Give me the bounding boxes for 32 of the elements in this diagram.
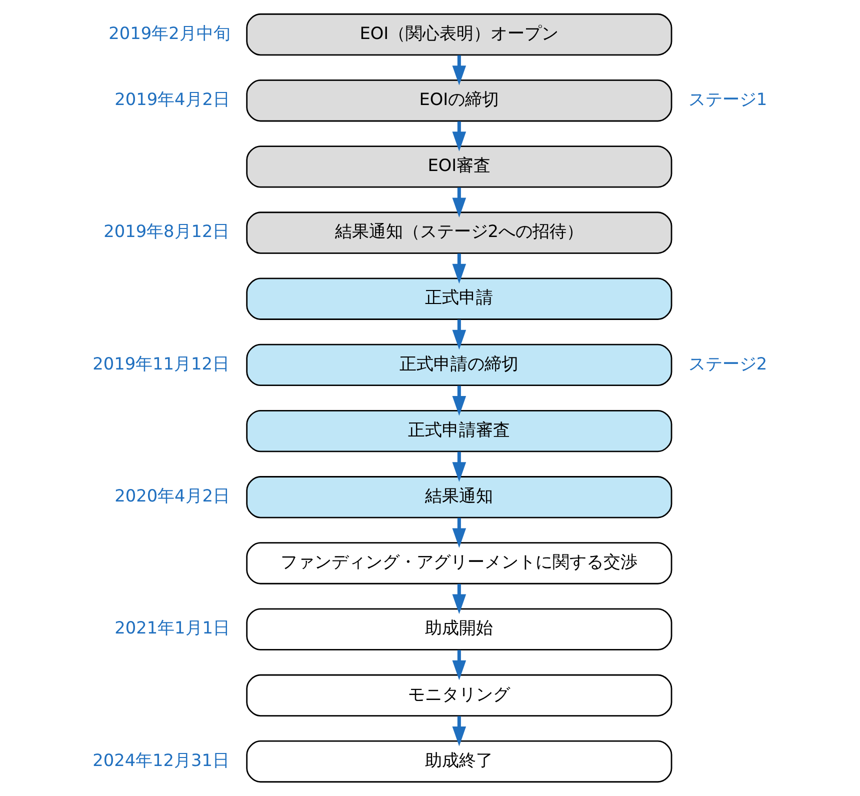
node-label: 2019年8月12日	[104, 221, 230, 242]
arrow	[452, 584, 466, 614]
node-box: 正式申請	[246, 278, 672, 320]
node-box: EOI審査	[246, 146, 672, 188]
node-label: 2019年11月12日	[92, 353, 230, 374]
arrow	[452, 650, 466, 680]
label: ステージ2	[688, 353, 768, 374]
arrow	[452, 716, 466, 746]
arrow	[452, 121, 466, 152]
node-box: 結果通知	[246, 476, 672, 518]
node-label: 2021年1月1日	[114, 618, 230, 638]
node-label: 2024年12月31日	[92, 750, 230, 770]
node-box: EOI（関心表明）オープン	[246, 13, 672, 56]
arrow	[452, 386, 466, 416]
node-box: 助成開始	[246, 608, 672, 650]
node-box: 正式申請審査	[246, 410, 672, 452]
arrow	[452, 254, 466, 284]
arrow	[452, 55, 466, 86]
label: ステージ1	[688, 88, 768, 109]
node-box: 結果通知（ステージ2への招待）	[246, 212, 672, 254]
arrow	[452, 320, 466, 350]
node-box: 助成終了	[246, 740, 672, 783]
node-label: 2019年4月2日	[114, 88, 230, 109]
node-label: 2019年2月中旬	[108, 22, 230, 43]
node-box: EOIの締切	[246, 80, 672, 122]
node-label: 2020年4月2日	[114, 485, 230, 506]
arrow	[452, 187, 466, 218]
arrow	[452, 452, 466, 482]
node-box: 正式申請の締切	[246, 344, 672, 386]
arrow	[452, 518, 466, 548]
node-box: モニタリング	[246, 674, 672, 716]
node-box: ファンディング・アグリーメントに関する交渉	[246, 542, 672, 584]
